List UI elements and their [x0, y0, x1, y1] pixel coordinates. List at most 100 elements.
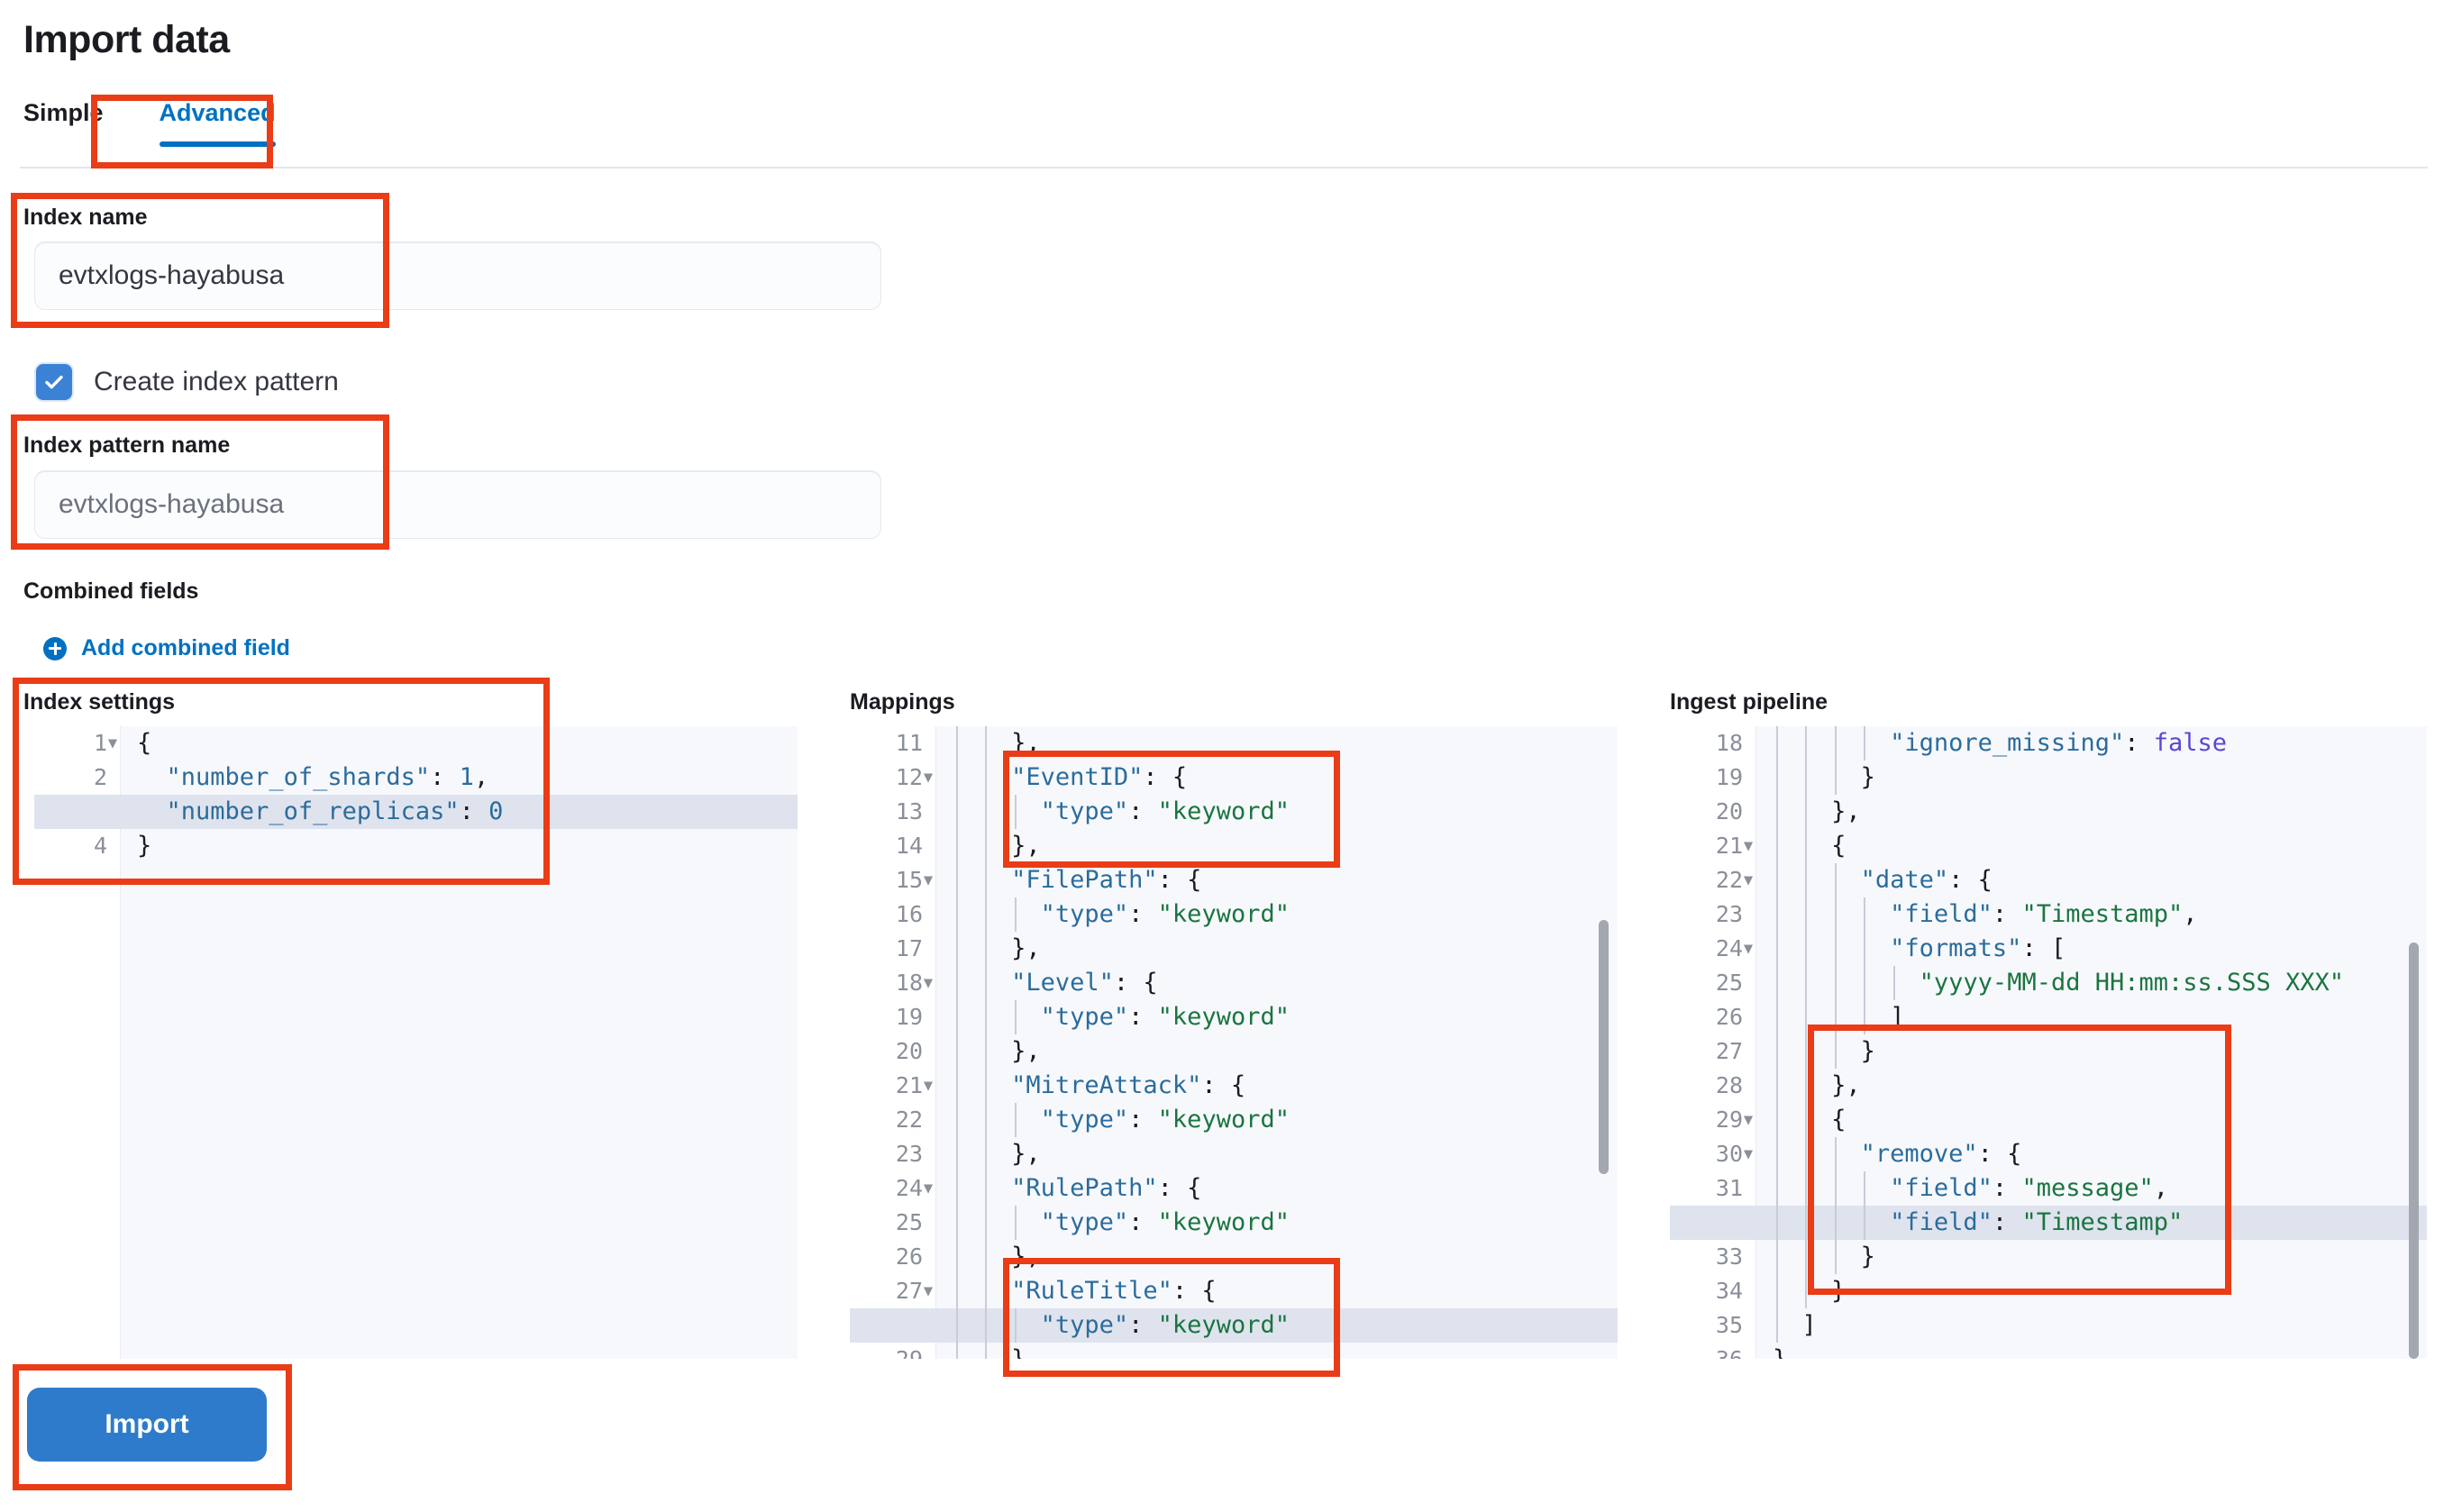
- fold-toggle-icon[interactable]: ▼: [1743, 871, 1754, 889]
- code-line[interactable]: "RulePath": {: [1011, 1174, 1202, 1202]
- indent-guide: [1834, 897, 1837, 932]
- import-button[interactable]: Import: [27, 1388, 267, 1462]
- index-settings-heading: Index settings: [23, 689, 176, 715]
- mappings-heading: Mappings: [850, 689, 955, 715]
- code-line[interactable]: "type": "keyword": [1040, 1311, 1290, 1339]
- indent-guide: [1834, 761, 1837, 795]
- code-line[interactable]: {: [137, 729, 152, 757]
- indent-guide: [1776, 761, 1778, 795]
- code-line[interactable]: "number_of_shards": 1,: [166, 763, 489, 791]
- code-line[interactable]: "field": "Timestamp",: [1890, 900, 2198, 928]
- fold-toggle-icon[interactable]: ▼: [1743, 1111, 1754, 1129]
- code-line[interactable]: },: [1831, 797, 1861, 825]
- code-line[interactable]: "MitreAttack": {: [1011, 1071, 1246, 1099]
- code-line[interactable]: "yyyy-MM-dd HH:mm:ss.SSS XXX": [1919, 969, 2345, 997]
- code-line[interactable]: },: [1011, 832, 1041, 860]
- ingest-pipeline-scrollbar[interactable]: [2409, 943, 2419, 1359]
- code-line[interactable]: "RuleTitle": {: [1011, 1277, 1217, 1305]
- index-name-input[interactable]: evtxlogs-hayabusa: [34, 241, 881, 310]
- code-line[interactable]: "ignore_missing": false: [1890, 729, 2228, 757]
- index-settings-code[interactable]: { "number_of_shards": 1, "number_of_repl…: [121, 726, 798, 1359]
- code-line[interactable]: "type": "keyword": [1040, 1208, 1290, 1236]
- code-line[interactable]: "remove": {: [1860, 1140, 2022, 1168]
- code-line[interactable]: "type": "keyword": [1040, 797, 1290, 825]
- code-line[interactable]: }: [1860, 1243, 1875, 1271]
- fold-toggle-icon[interactable]: ▼: [1743, 837, 1754, 855]
- fold-toggle-icon[interactable]: ▼: [923, 769, 934, 787]
- fold-toggle-icon[interactable]: ▼: [1743, 1145, 1754, 1163]
- code-line[interactable]: "FilePath": {: [1011, 866, 1202, 894]
- indent-guide: [985, 1069, 988, 1103]
- code-line[interactable]: },: [936, 1343, 1041, 1359]
- code-line[interactable]: }: [1860, 763, 1875, 791]
- mappings-scrollbar[interactable]: [1599, 920, 1609, 1174]
- code-line[interactable]: ]: [1801, 1311, 1817, 1339]
- tab-advanced[interactable]: Advanced: [131, 99, 305, 147]
- indent-guide: [956, 1308, 958, 1343]
- indent-guide: [1805, 1069, 1808, 1103]
- code-line[interactable]: }: [137, 832, 152, 860]
- indent-guide: [985, 932, 988, 966]
- code-line[interactable]: {: [1831, 832, 1847, 860]
- tab-simple[interactable]: Simple: [23, 99, 104, 126]
- code-line[interactable]: "number_of_replicas": 0: [166, 797, 504, 825]
- code-line[interactable]: "type": "keyword": [1040, 1003, 1290, 1031]
- code-line[interactable]: },: [1011, 1037, 1041, 1065]
- indent-guide: [1834, 1240, 1837, 1274]
- index-settings-editor[interactable]: 1▼234 { "number_of_shards": 1, "number_o…: [34, 726, 798, 1359]
- code-line[interactable]: ]: [1890, 1003, 1905, 1031]
- code-line[interactable]: }: [1756, 1343, 1787, 1359]
- add-combined-field-link[interactable]: Add combined field: [43, 635, 290, 661]
- indent-guide: [1805, 1171, 1808, 1206]
- code-line[interactable]: },: [1011, 1140, 1041, 1168]
- code-line[interactable]: "field": "Timestamp": [1890, 1208, 2184, 1236]
- ingest-pipeline-editor[interactable]: 18192021▼22▼2324▼2526272829▼30▼313233343…: [1670, 726, 2427, 1359]
- fold-toggle-icon[interactable]: ▼: [107, 734, 118, 752]
- line-number: 20: [895, 1038, 923, 1064]
- create-index-pattern-row[interactable]: Create index pattern: [36, 364, 339, 400]
- indent-guide: [985, 1034, 988, 1069]
- page-title: Import data: [23, 18, 230, 61]
- line-number: 18: [1715, 730, 1743, 756]
- code-line[interactable]: },: [1011, 934, 1041, 962]
- fold-toggle-icon[interactable]: ▼: [1743, 940, 1754, 958]
- fold-toggle-icon[interactable]: ▼: [923, 1180, 934, 1198]
- code-line[interactable]: "Level": {: [1011, 969, 1158, 997]
- fold-toggle-icon[interactable]: ▼: [923, 974, 934, 992]
- indent-guide: [985, 1171, 988, 1206]
- indent-guide: [1776, 1206, 1778, 1240]
- code-line[interactable]: },: [1011, 1243, 1041, 1271]
- index-pattern-name-input[interactable]: evtxlogs-hayabusa: [34, 470, 881, 539]
- editor-active-line-gutter: [34, 795, 121, 829]
- code-line[interactable]: },: [1831, 1071, 1861, 1099]
- code-line[interactable]: "type": "keyword": [1040, 900, 1290, 928]
- line-number: 19: [895, 1004, 923, 1030]
- indent-guide: [1776, 897, 1778, 932]
- indent-guide: [1834, 932, 1837, 966]
- line-number: 35: [1715, 1312, 1743, 1338]
- fold-toggle-icon[interactable]: ▼: [923, 871, 934, 889]
- mappings-code[interactable]: }, "EventID": { "type": "keyword" }, "Fi…: [936, 726, 1618, 1359]
- code-line[interactable]: "EventID": {: [1011, 763, 1188, 791]
- indent-guide: [1776, 932, 1778, 966]
- code-line[interactable]: "field": "message",: [1890, 1174, 2169, 1202]
- indent-guide: [1776, 863, 1778, 897]
- fold-toggle-icon[interactable]: ▼: [923, 1077, 934, 1095]
- code-line[interactable]: }: [1860, 1037, 1875, 1065]
- code-line[interactable]: },: [1011, 729, 1041, 757]
- ingest-pipeline-code[interactable]: "ignore_missing": false } }, { "date": {…: [1756, 726, 2427, 1359]
- code-line[interactable]: "formats": [: [1890, 934, 2066, 962]
- code-line[interactable]: {: [1831, 1106, 1847, 1134]
- indent-guide: [1776, 1069, 1778, 1103]
- line-number: 18: [895, 970, 923, 996]
- indent-guide: [985, 1240, 988, 1274]
- fold-toggle-icon[interactable]: ▼: [923, 1282, 934, 1300]
- code-line[interactable]: }: [1831, 1277, 1847, 1305]
- code-line[interactable]: "type": "keyword": [1040, 1106, 1290, 1134]
- code-line[interactable]: "date": {: [1860, 866, 1993, 894]
- create-index-pattern-checkbox[interactable]: [36, 364, 72, 400]
- line-number: 27: [895, 1278, 923, 1304]
